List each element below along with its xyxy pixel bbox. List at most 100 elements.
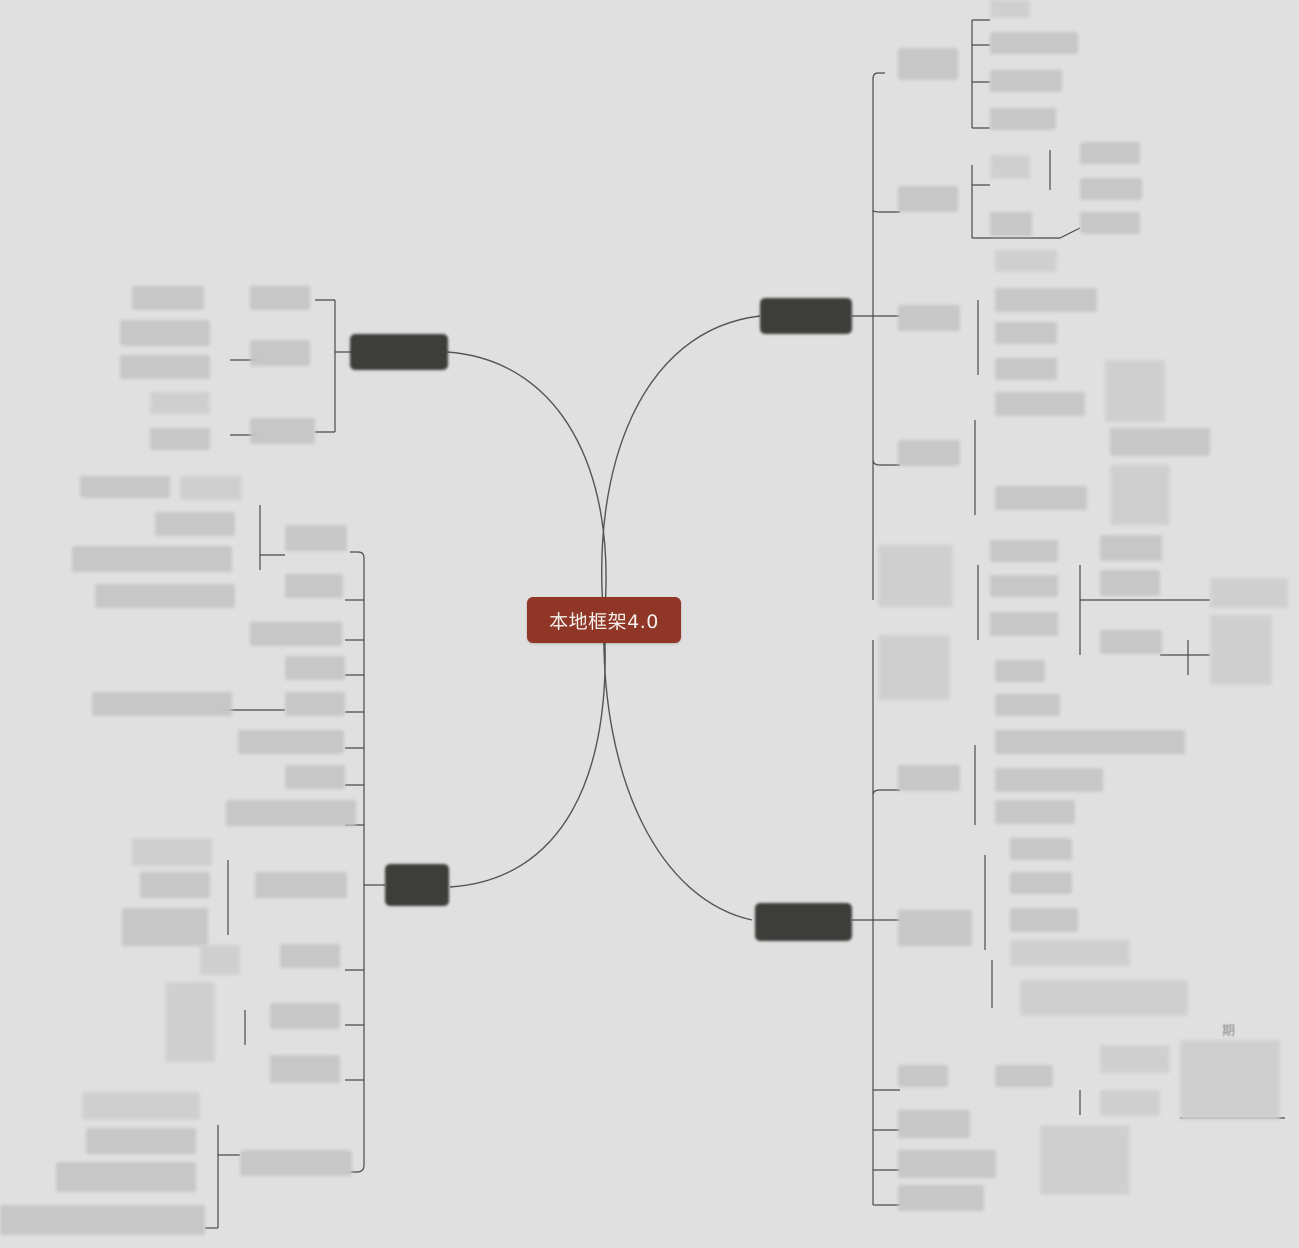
subtopic[interactable]: [180, 476, 242, 500]
main-topic-bottom-right[interactable]: [755, 903, 852, 941]
subtopic[interactable]: [1100, 1045, 1170, 1073]
subtopic[interactable]: [132, 838, 212, 866]
subtopic[interactable]: [150, 428, 210, 450]
subtopic[interactable]: [995, 768, 1103, 792]
subtopic[interactable]: [990, 575, 1058, 597]
subtopic[interactable]: [898, 910, 972, 946]
subtopic[interactable]: [898, 440, 960, 466]
subtopic[interactable]: [132, 286, 204, 310]
subtopic[interactable]: [1210, 615, 1272, 685]
subtopic[interactable]: [1010, 872, 1072, 894]
subtopic[interactable]: [1080, 142, 1140, 164]
subtopic[interactable]: [280, 944, 340, 968]
subtopic[interactable]: [82, 1092, 200, 1120]
subtopic[interactable]: [990, 212, 1032, 236]
subtopic[interactable]: [995, 358, 1057, 380]
subtopic[interactable]: [1040, 1125, 1130, 1195]
subtopic[interactable]: [120, 320, 210, 346]
subtopic[interactable]: [92, 692, 232, 716]
subtopic[interactable]: [990, 0, 1030, 18]
subtopic[interactable]: [238, 730, 344, 754]
subtopic[interactable]: [898, 48, 958, 80]
subtopic[interactable]: [1100, 570, 1160, 596]
central-topic[interactable]: 本地框架4.0: [527, 597, 681, 643]
subtopic[interactable]: [250, 286, 310, 310]
subtopic[interactable]: [990, 540, 1058, 562]
subtopic[interactable]: [285, 692, 345, 716]
subtopic[interactable]: [1080, 178, 1142, 200]
subtopic[interactable]: [1110, 465, 1170, 525]
curve-to-bottom-left: [449, 619, 606, 888]
curve-to-top-left: [446, 351, 607, 621]
subtopic[interactable]: [56, 1162, 196, 1192]
subtopic[interactable]: [120, 355, 210, 379]
subtopic[interactable]: [995, 392, 1085, 416]
main-topic-bottom-left[interactable]: [385, 864, 449, 906]
subtopic[interactable]: [285, 765, 345, 789]
subtopic[interactable]: [990, 108, 1056, 130]
subtopic[interactable]: [898, 765, 960, 791]
subtopic[interactable]: [990, 612, 1058, 636]
subtopic[interactable]: [990, 155, 1030, 179]
subtopic[interactable]: [898, 1185, 984, 1211]
subtopic[interactable]: [285, 656, 345, 680]
subtopic[interactable]: [165, 982, 215, 1062]
subtopic[interactable]: [200, 945, 240, 975]
subtopic[interactable]: [1010, 940, 1130, 966]
subtopic[interactable]: [995, 660, 1045, 682]
subtopic[interactable]: [1080, 212, 1140, 234]
subtopic[interactable]: [155, 512, 235, 536]
subtopic[interactable]: [898, 305, 960, 331]
subtopic[interactable]: [1180, 1040, 1280, 1120]
subtopic[interactable]: [80, 476, 170, 498]
subtopic[interactable]: [1110, 428, 1210, 456]
subtopic[interactable]: [995, 288, 1097, 312]
subtopic[interactable]: [250, 340, 310, 366]
subtopic[interactable]: [1105, 360, 1165, 422]
subtopic[interactable]: [995, 694, 1060, 716]
subtopic[interactable]: [1210, 578, 1288, 608]
subtopic[interactable]: [250, 622, 342, 646]
subtopic[interactable]: [1020, 980, 1188, 1016]
subtopic[interactable]: [0, 1205, 205, 1235]
subtopic[interactable]: [1100, 630, 1162, 654]
subtopic[interactable]: [995, 1065, 1053, 1087]
subtopic[interactable]: [990, 32, 1078, 54]
subtopic[interactable]: [995, 800, 1075, 824]
subtopic[interactable]: [240, 1150, 352, 1176]
subtopic[interactable]: [285, 574, 343, 598]
subtopic[interactable]: [1100, 535, 1162, 561]
subtopic[interactable]: [140, 872, 210, 898]
main-topic-top-left[interactable]: [350, 334, 448, 370]
subtopic[interactable]: [995, 322, 1057, 344]
subtopic[interactable]: [995, 486, 1087, 510]
subtopic[interactable]: [226, 800, 356, 826]
subtopic[interactable]: [878, 635, 950, 700]
spine-left: [350, 551, 365, 1173]
subtopic[interactable]: [898, 186, 958, 212]
subtopic[interactable]: [1010, 908, 1078, 932]
subtopic[interactable]: [990, 70, 1062, 92]
subtopic[interactable]: [285, 525, 347, 551]
subtopic[interactable]: [878, 545, 953, 607]
subtopic[interactable]: [270, 1055, 340, 1083]
curve-to-bottom-right: [603, 619, 753, 921]
subtopic[interactable]: [250, 418, 315, 444]
subtopic[interactable]: [1100, 1090, 1160, 1116]
subtopic[interactable]: [995, 250, 1057, 272]
subtopic[interactable]: [898, 1150, 996, 1178]
subtopic[interactable]: [95, 584, 235, 608]
subtopic[interactable]: [255, 872, 347, 898]
subtopic[interactable]: [898, 1110, 970, 1138]
subtopic[interactable]: [270, 1003, 340, 1029]
subtopic[interactable]: [1010, 838, 1072, 860]
subtopic[interactable]: [122, 908, 208, 946]
subtopic[interactable]: [86, 1128, 196, 1154]
subtopic[interactable]: [72, 546, 232, 572]
main-topic-top-right[interactable]: [760, 298, 852, 334]
subtopic[interactable]: [150, 392, 210, 414]
subtopic[interactable]: [995, 730, 1185, 754]
subtopic[interactable]: [898, 1065, 948, 1087]
